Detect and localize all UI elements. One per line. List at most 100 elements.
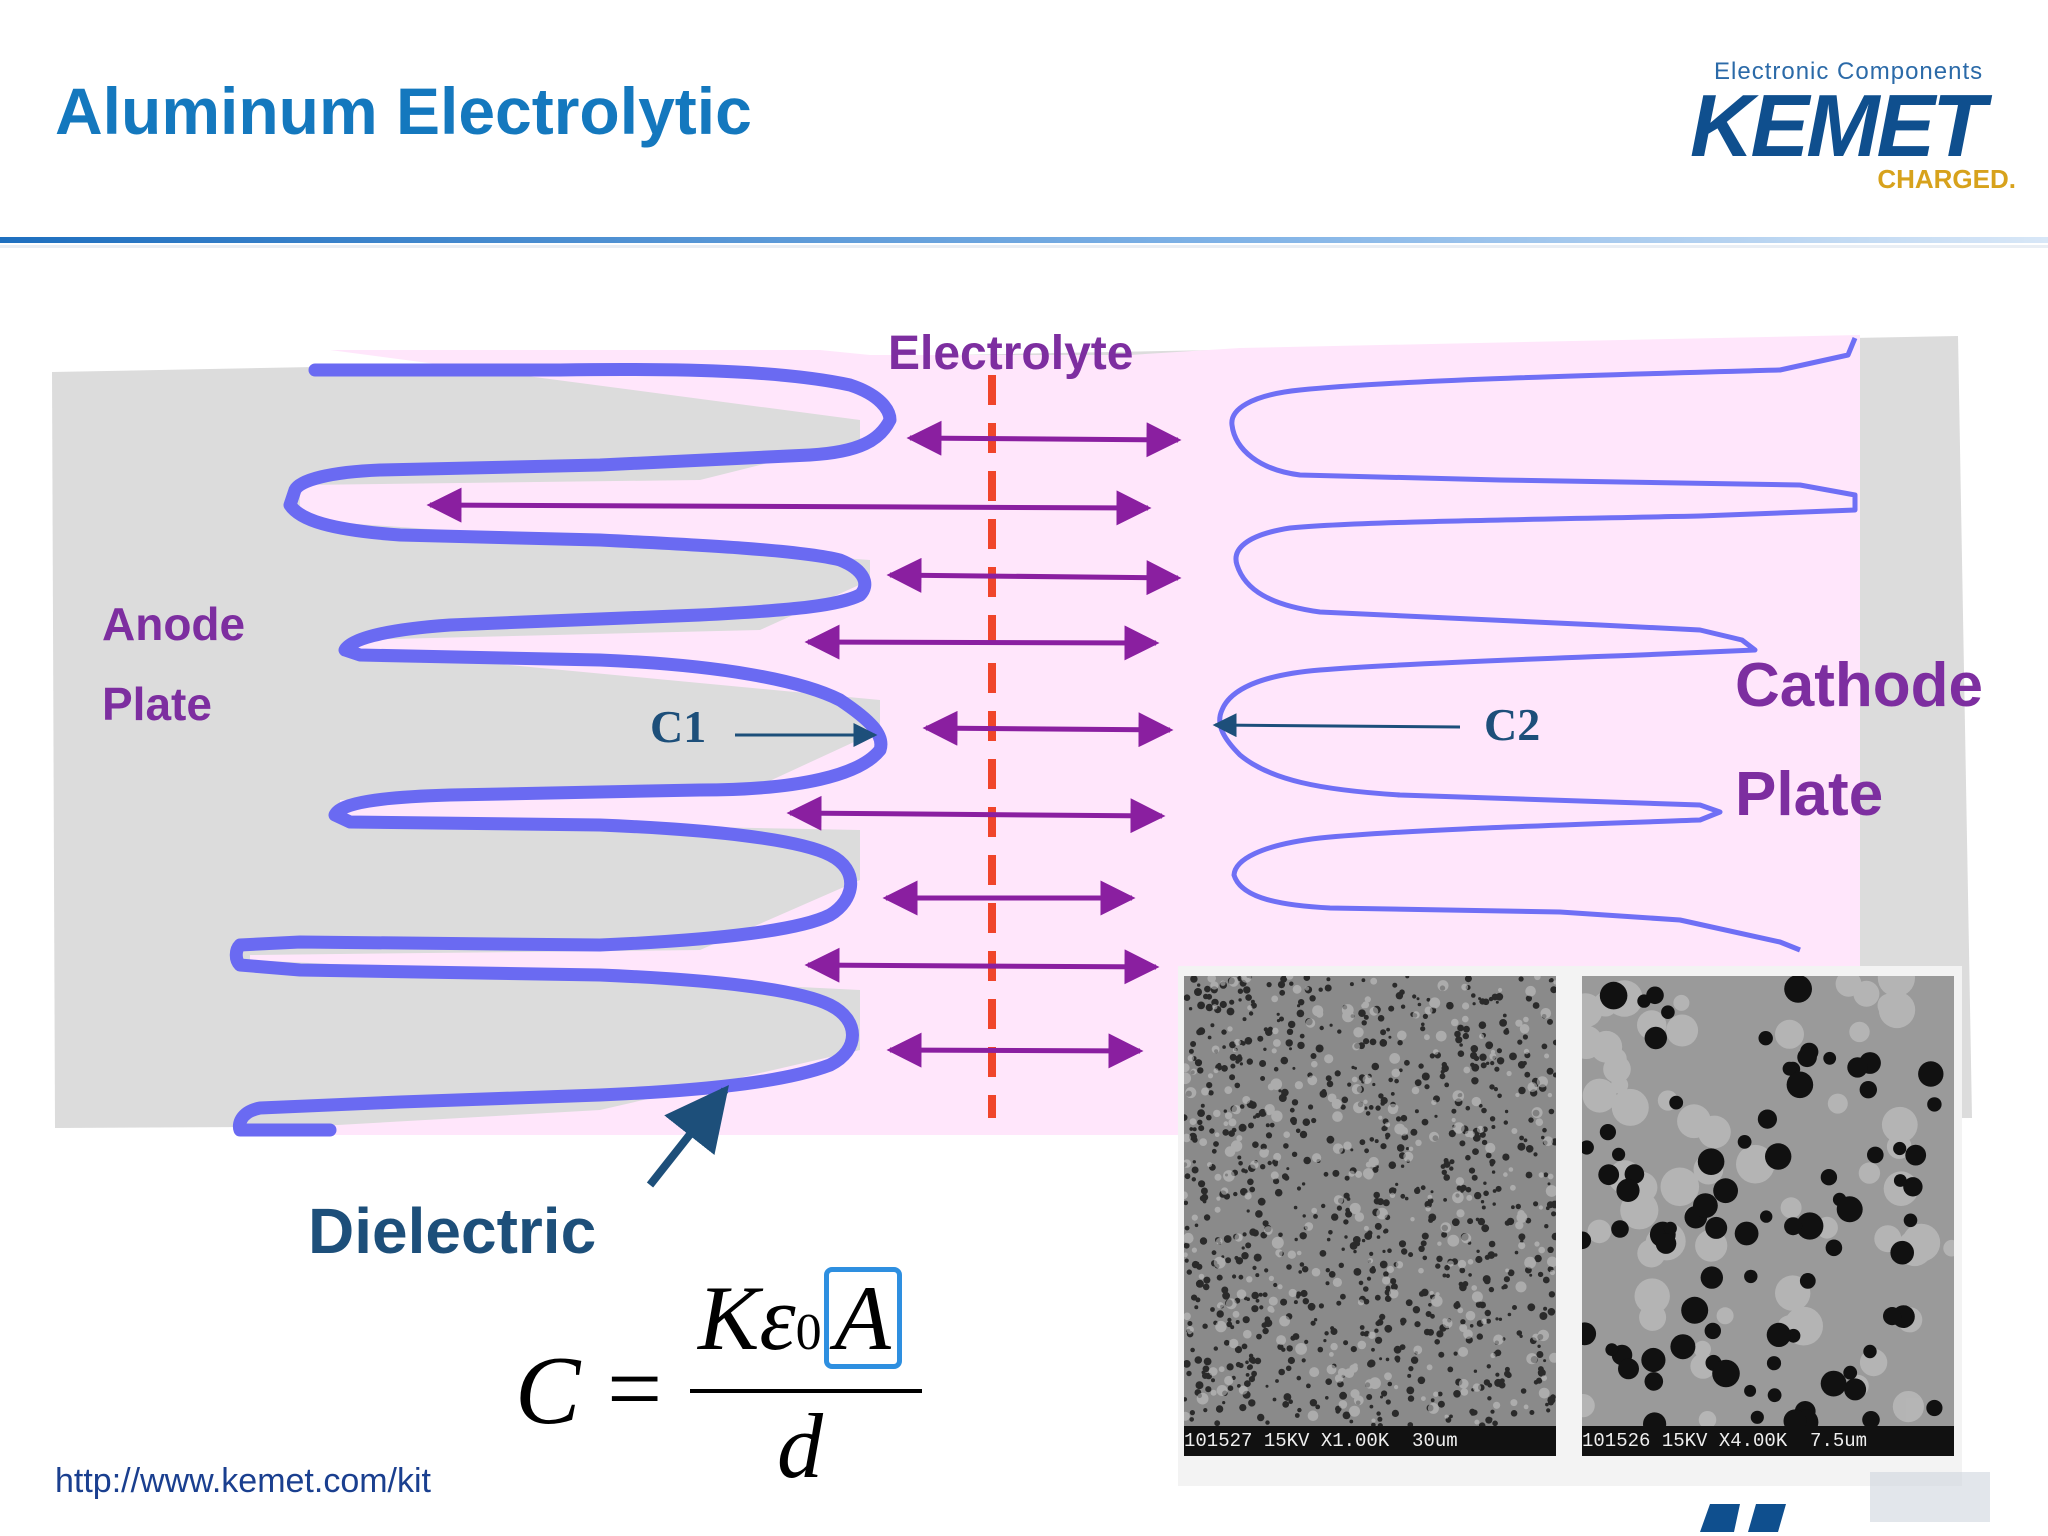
etch-pit (1335, 1409, 1341, 1414)
etch-pit (1361, 1238, 1366, 1243)
etch-pit (1197, 1109, 1205, 1117)
etch-pit (1479, 1053, 1487, 1061)
etch-pit (1471, 1077, 1479, 1085)
etch-pit (1440, 1069, 1445, 1074)
etch-pit (1542, 1276, 1550, 1284)
etch-pit (1618, 1358, 1639, 1380)
footer-url-link[interactable]: http://www.kemet.com/kit (55, 1462, 431, 1500)
etch-pit (1663, 1221, 1677, 1235)
etch-pit (1479, 998, 1486, 1005)
etch-pit (1481, 1107, 1487, 1114)
etch-pit (1189, 1410, 1195, 1416)
etch-pit (1223, 1235, 1232, 1243)
etch-pit (1447, 1260, 1454, 1267)
etch-pit (1220, 1187, 1229, 1195)
etch-pit (1551, 1211, 1556, 1217)
etch-pit (1262, 1220, 1269, 1227)
etch-pit (1232, 1310, 1240, 1318)
etch-pit (1582, 1140, 1594, 1155)
etch-pit (1347, 1082, 1352, 1087)
etch-pit (1453, 1302, 1461, 1310)
etch-pit (1217, 1302, 1224, 1309)
etch-pit (1378, 1115, 1383, 1120)
etch-pit (1245, 1360, 1249, 1365)
cathode-label-line1: Cathode (1735, 651, 1983, 720)
etch-pit (1397, 1040, 1403, 1046)
etch-pit (1363, 1099, 1368, 1104)
etch-pit (1494, 1253, 1498, 1257)
etch-pit (1265, 1123, 1270, 1128)
header-divider-shadow (0, 245, 2048, 248)
etch-pit (1460, 1184, 1467, 1191)
etch-pit (1505, 1268, 1510, 1273)
etch-pit (1239, 1104, 1245, 1109)
etch-pit (1462, 1002, 1470, 1010)
etch-pit (1242, 1232, 1247, 1237)
etch-pit (1245, 1373, 1250, 1377)
etch-pit (1434, 1114, 1438, 1118)
etch-pit (1350, 1148, 1354, 1152)
etch-pit (1536, 1377, 1543, 1384)
etch-pit (1288, 1020, 1296, 1029)
etch-pit (1349, 1202, 1361, 1215)
etch-pit (1545, 1206, 1550, 1211)
etch-pit (1903, 1177, 1923, 1197)
etch-pit (1525, 985, 1536, 997)
etch-pit (1390, 1278, 1397, 1285)
etch-pit (1234, 1233, 1243, 1242)
etch-pit (1429, 1053, 1435, 1059)
etch-pit (1537, 1329, 1549, 1342)
etch-pit (1297, 1407, 1302, 1413)
etch-pit (1433, 1391, 1439, 1397)
etch-pit (1520, 1388, 1527, 1394)
etch-pit (1847, 1057, 1868, 1078)
etch-pit (1300, 1289, 1308, 1298)
etch-pit (1407, 1395, 1415, 1402)
etch-pit (1765, 1143, 1792, 1170)
etch-pit (1241, 1343, 1248, 1350)
etch-pit (1329, 1023, 1333, 1027)
etch-pit (1223, 1170, 1235, 1182)
charge-arrow (426, 487, 1152, 526)
micrograph-high-mag-caption: 101526 15KV X4.00K 7.5um (1582, 1426, 1954, 1456)
etch-pit (1273, 1178, 1280, 1185)
etch-pit (1192, 1160, 1196, 1164)
etch-pit (1541, 1375, 1547, 1381)
etch-pit (1196, 1263, 1203, 1270)
c1-label: C1 (650, 701, 706, 752)
etch-pit (1288, 1399, 1293, 1404)
etch-pit (1408, 1252, 1414, 1258)
etch-pit (1404, 1196, 1409, 1201)
etch-pit (1736, 1144, 1775, 1184)
etch-pit (1408, 1146, 1414, 1152)
etch-pit (1203, 1214, 1211, 1221)
etch-pit (1527, 1082, 1538, 1093)
etch-pit (1369, 1006, 1379, 1016)
etch-pit (1462, 1281, 1469, 1287)
etch-pit (1547, 1399, 1554, 1406)
etch-pit (1310, 1320, 1316, 1326)
etch-pit (1291, 1151, 1298, 1157)
charge-arrow (804, 947, 1160, 985)
etch-pit (1214, 1173, 1222, 1181)
etch-pit (1371, 1347, 1375, 1352)
etch-pit (1449, 1159, 1455, 1165)
etch-pit (1515, 1221, 1524, 1230)
etch-pit (1188, 1007, 1193, 1011)
etch-pit (1214, 1206, 1221, 1213)
etch-pit (1396, 1144, 1405, 1152)
etch-pit (1437, 1391, 1443, 1397)
etch-pit (1599, 981, 1628, 1010)
etch-pit (1470, 1062, 1475, 1068)
etch-pit (1460, 1319, 1466, 1325)
etch-pit (1547, 1246, 1554, 1253)
etch-pit (1547, 1092, 1553, 1098)
etch-pit (1611, 1088, 1649, 1126)
etch-pit (1187, 1055, 1194, 1062)
etch-pit (1553, 980, 1556, 985)
etch-pit (1758, 1031, 1773, 1046)
etch-pit (1881, 1106, 1918, 1143)
etch-pit (1186, 1269, 1192, 1275)
etch-pit (1315, 1404, 1321, 1410)
etch-pit (1511, 1128, 1518, 1134)
